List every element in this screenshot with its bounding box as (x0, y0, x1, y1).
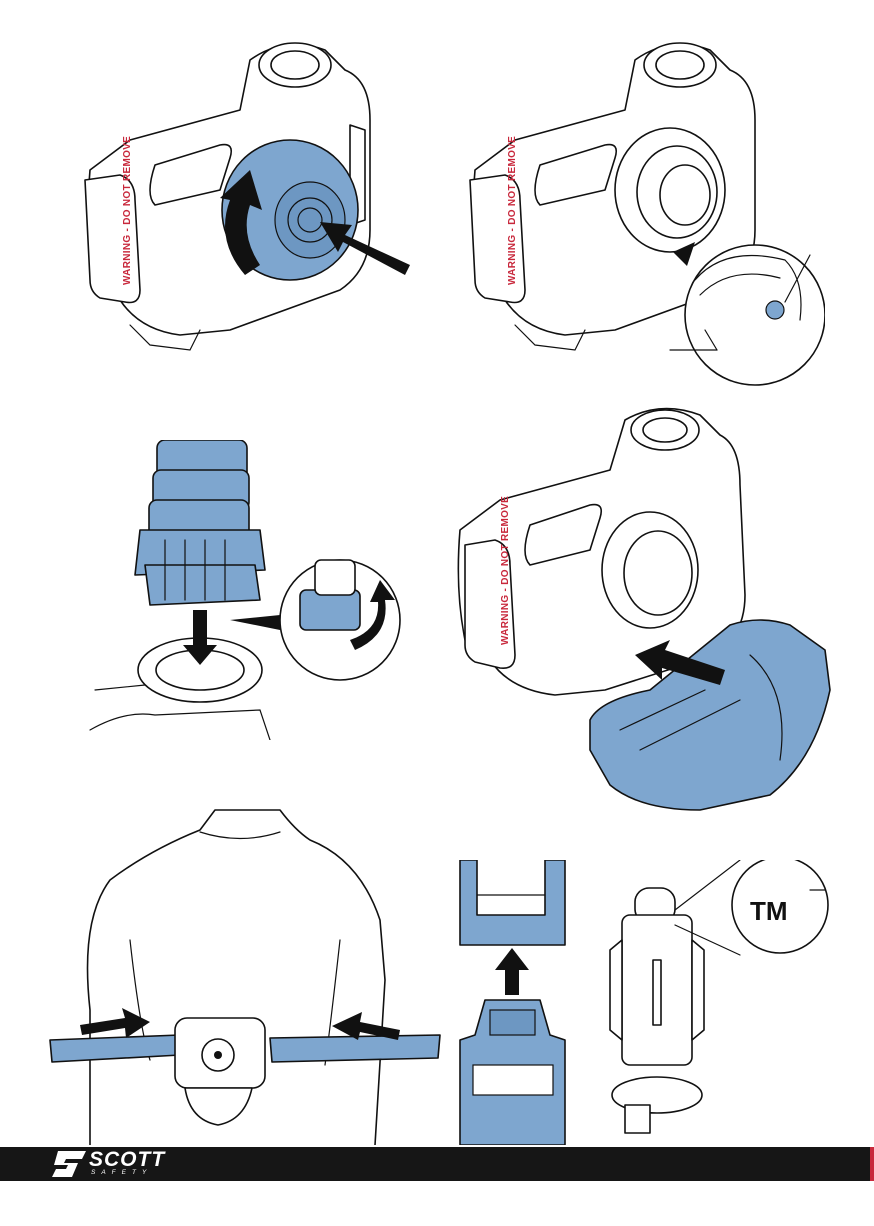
step-connect-hose-illustration (85, 440, 405, 740)
warning-label-2: WARNING - DO NOT REMOVE (507, 136, 518, 285)
logo-mark-icon (52, 1151, 86, 1177)
warning-label: WARNING - DO NOT REMOVE (122, 136, 133, 285)
brand-logo: SCOTT SAFETY (52, 1151, 165, 1177)
brand-name: SCOTT (89, 1151, 165, 1169)
step-buckle-illustration (455, 860, 575, 1145)
step-wear-belt-illustration (40, 800, 450, 1145)
footer-band: SCOTT SAFETY (0, 1147, 874, 1181)
step-fit-battery-illustration: WARNING - DO NOT REMOVE (450, 400, 850, 820)
trademark-mark: TM (750, 896, 788, 926)
step-check-seal-illustration: WARNING - DO NOT REMOVE (455, 30, 825, 400)
edge-marker (870, 1147, 874, 1181)
brand-tagline: SAFETY (91, 1169, 165, 1177)
warning-label-3: WARNING - DO NOT REMOVE (500, 496, 511, 645)
step-fit-filter-illustration: WARNING - DO NOT REMOVE (70, 30, 430, 360)
step-indicator-illustration: TM (600, 860, 850, 1145)
